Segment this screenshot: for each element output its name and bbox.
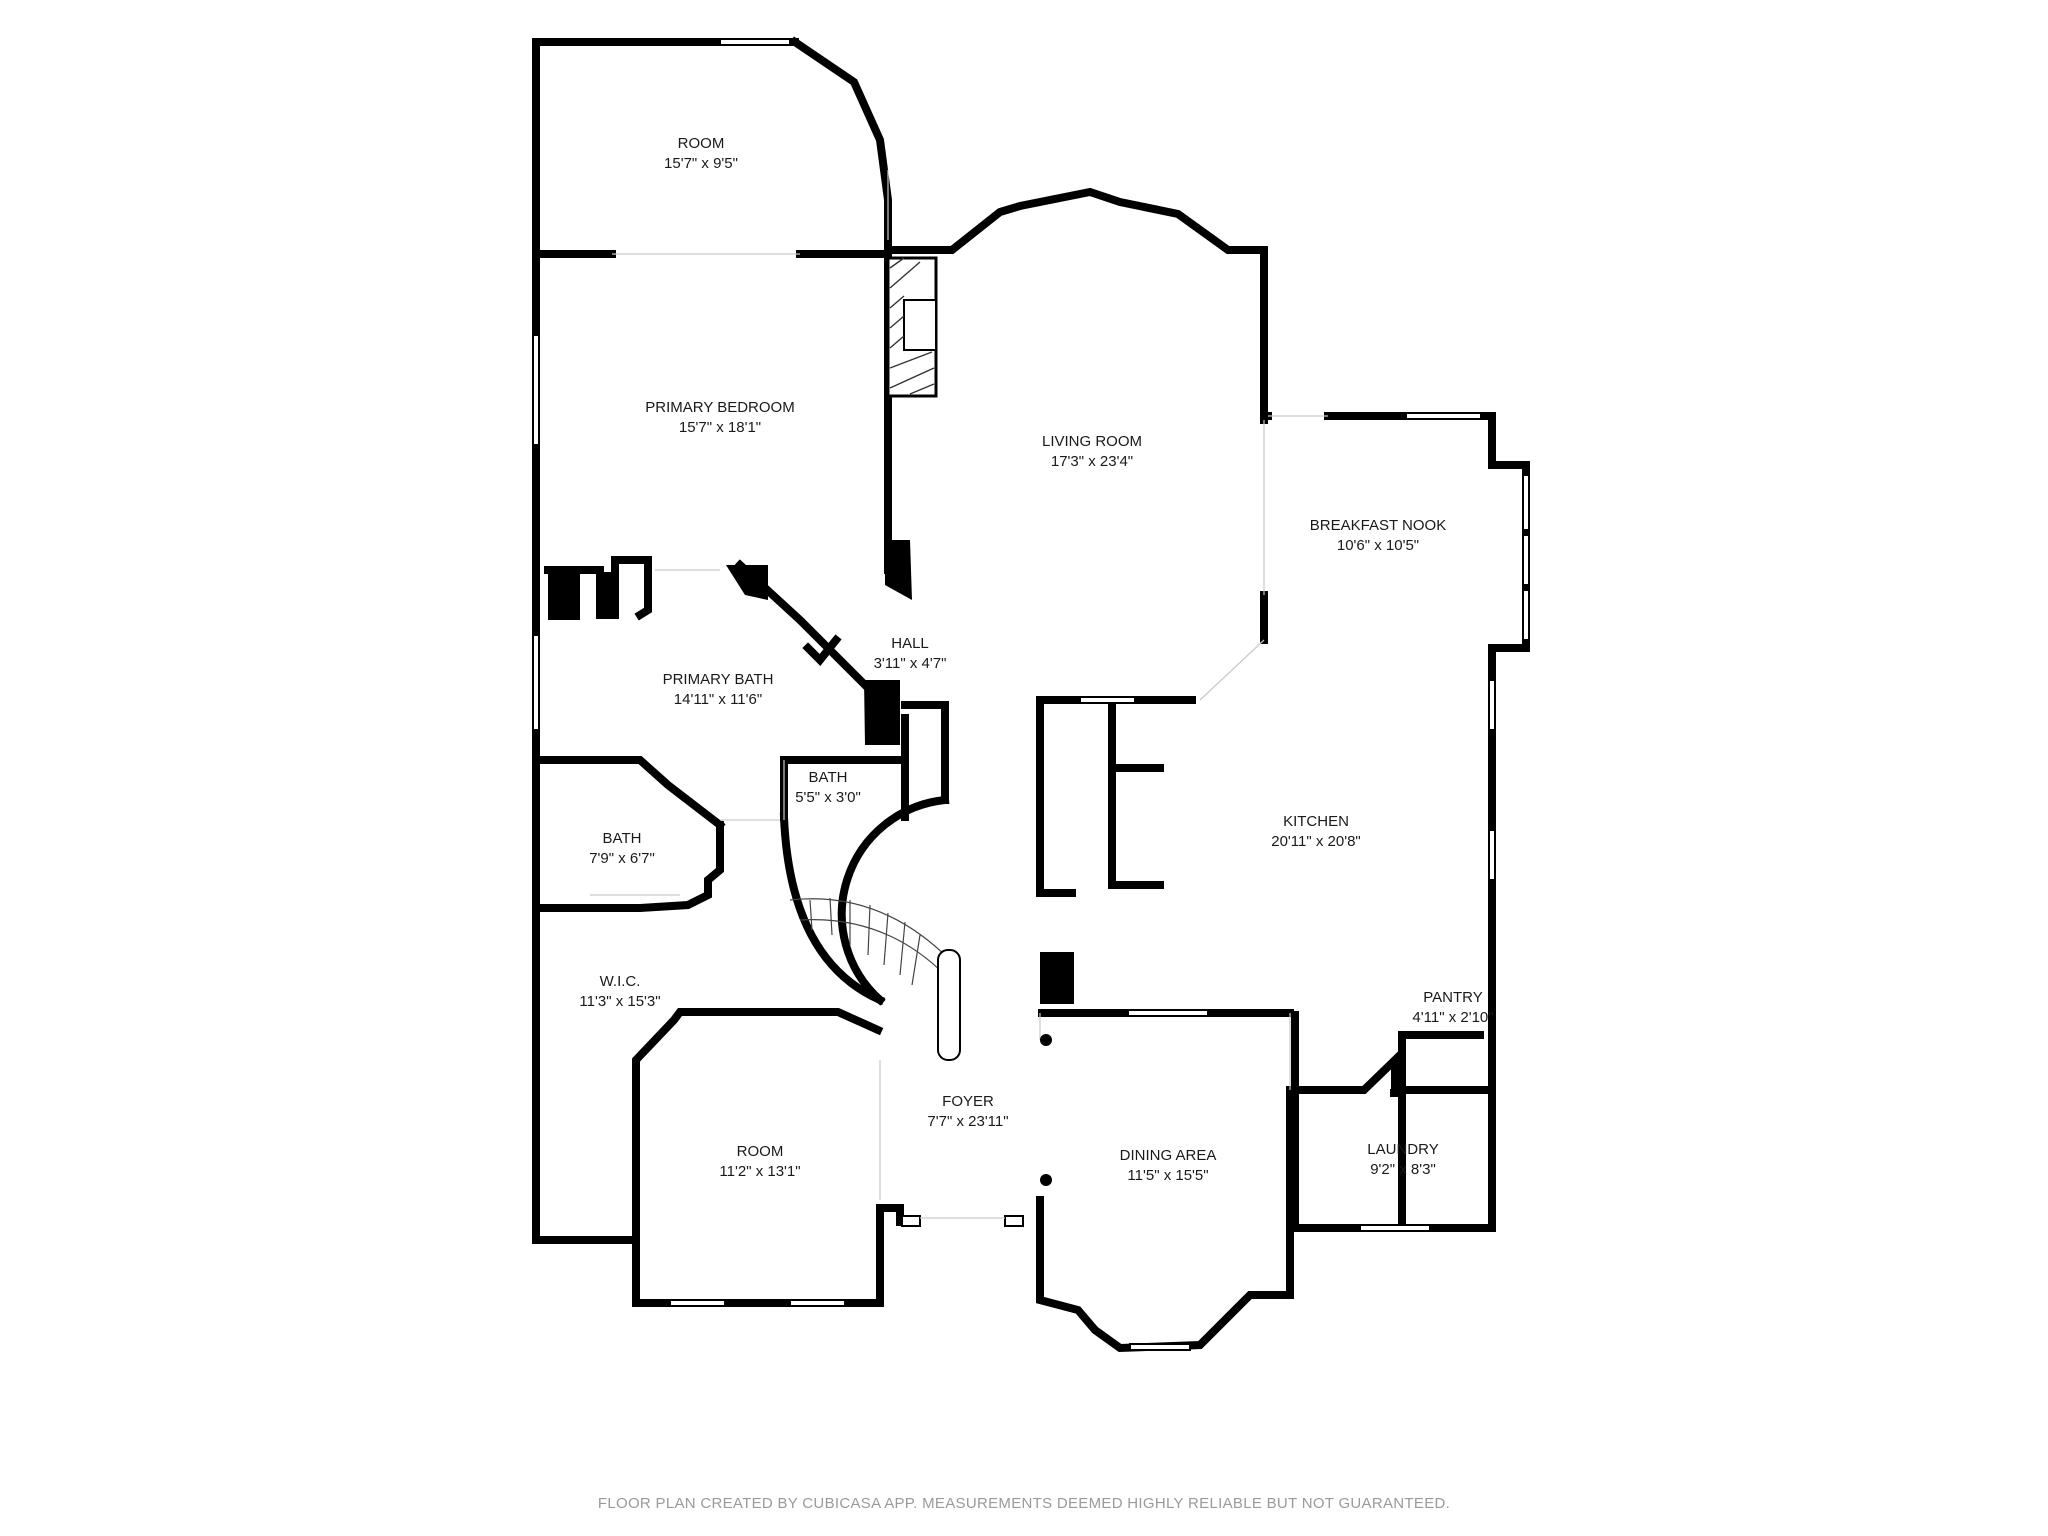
living-room-dims: 17'3" x 23'4" bbox=[1051, 453, 1133, 470]
primary-bath-dims: 14'11" x 11'6" bbox=[674, 691, 762, 708]
openings bbox=[590, 170, 1328, 1219]
footer-disclaimer: FLOOR PLAN CREATED BY CUBICASA APP. MEAS… bbox=[598, 1495, 1450, 1512]
primary-bedroom-name: PRIMARY BEDROOM bbox=[645, 399, 794, 416]
room-top-name: ROOM bbox=[678, 135, 725, 152]
primary-bedroom-dims: 15'7" x 18'1" bbox=[679, 419, 761, 436]
windows bbox=[532, 38, 1530, 1351]
staircase bbox=[789, 897, 1052, 1186]
bath-name: BATH bbox=[603, 830, 642, 847]
dining-area-dims: 11'5" x 15'5" bbox=[1127, 1167, 1208, 1184]
breakfast-nook-dims: 10'6" x 10'5" bbox=[1337, 537, 1419, 554]
laundry-dims: 9'2" x 8'3" bbox=[1370, 1161, 1436, 1178]
primary-bath-name: PRIMARY BATH bbox=[663, 671, 774, 688]
breakfast-nook-name: BREAKFAST NOOK bbox=[1310, 517, 1446, 534]
bath-small-dims: 5'5" x 3'0" bbox=[795, 789, 861, 806]
dining-area-name: DINING AREA bbox=[1120, 1147, 1217, 1164]
laundry-name: LAUNDRY bbox=[1367, 1141, 1438, 1158]
room-labels: ROOM 15'7" x 9'5" PRIMARY BEDROOM 15'7" … bbox=[579, 135, 1493, 1184]
room-bottom-dims: 11'2" x 13'1" bbox=[719, 1163, 800, 1180]
living-room-name: LIVING ROOM bbox=[1042, 433, 1142, 450]
hall-name: HALL bbox=[891, 635, 929, 652]
foyer-dims: 7'7" x 23'11" bbox=[927, 1113, 1008, 1130]
kitchen-dims: 20'11" x 20'8" bbox=[1271, 833, 1361, 850]
foyer-name: FOYER bbox=[942, 1093, 994, 1110]
bath-dims: 7'9" x 6'7" bbox=[589, 850, 655, 867]
wic-name: W.I.C. bbox=[600, 973, 641, 990]
hall-dims: 3'11" x 4'7" bbox=[874, 655, 947, 672]
room-bottom-name: ROOM bbox=[737, 1143, 784, 1160]
fireplace bbox=[886, 256, 938, 398]
bath-small-name: BATH bbox=[809, 769, 848, 786]
kitchen-name: KITCHEN bbox=[1283, 813, 1349, 830]
pantry-dims: 4'11" x 2'10" bbox=[1412, 1009, 1493, 1026]
solid-wall-blocks bbox=[548, 540, 1074, 1004]
room-top-dims: 15'7" x 9'5" bbox=[664, 155, 738, 172]
pantry-name: PANTRY bbox=[1423, 989, 1482, 1006]
wic-dims: 11'3" x 15'3" bbox=[579, 993, 660, 1010]
